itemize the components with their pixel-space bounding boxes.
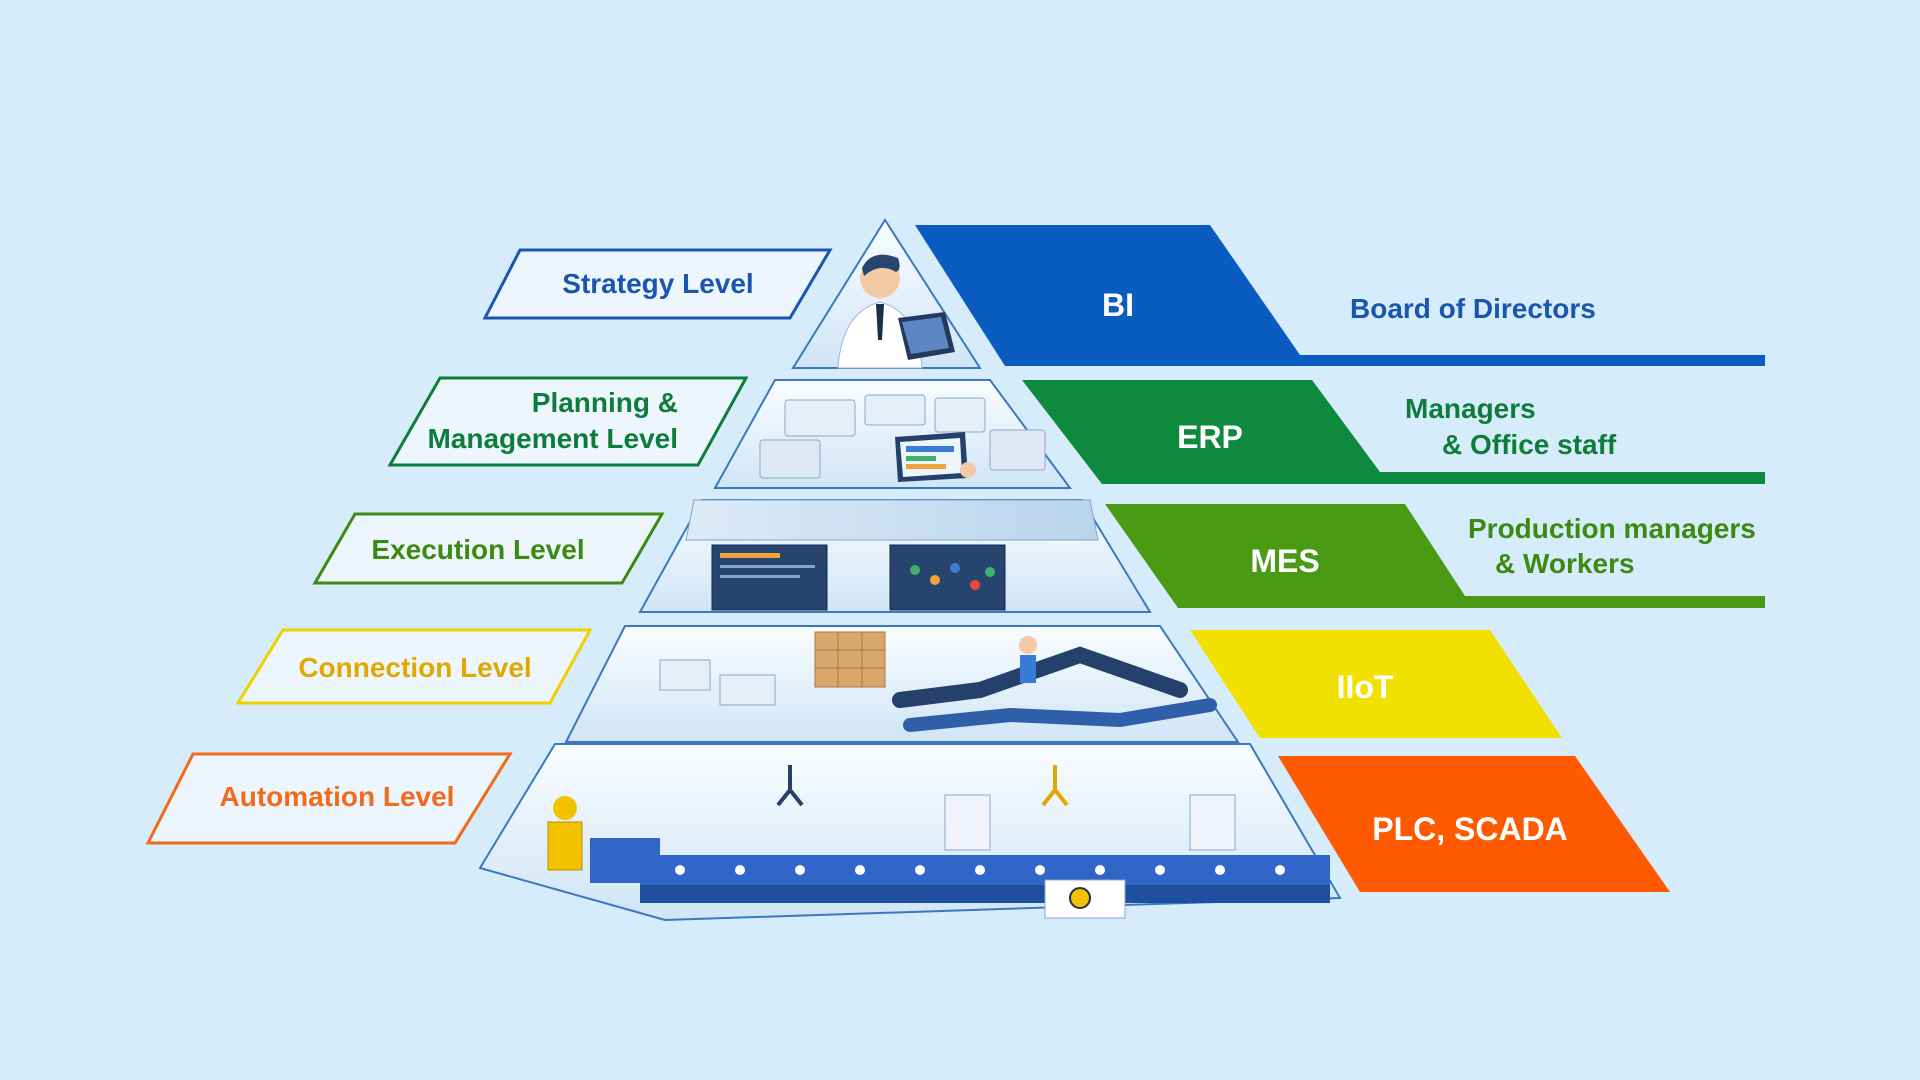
system-label-mes: MES (1250, 543, 1319, 579)
system-band-iiot: IIoT (1190, 630, 1562, 738)
executive-illustration (837, 254, 955, 369)
automation-level-text: Automation Level (220, 781, 455, 812)
pyramid-tier-automation (478, 743, 1342, 922)
planning-level-text-line1: Planning & (532, 387, 678, 418)
system-band-erp: ERP (1022, 380, 1765, 484)
pyramid-tier-planning (713, 379, 1072, 489)
execution-level-text: Execution Level (371, 534, 584, 565)
office-illustration (759, 394, 1046, 482)
audience-production-line1: Production managers (1468, 513, 1756, 544)
connection-level-text: Connection Level (298, 652, 531, 683)
strategy-level-text: Strategy Level (562, 268, 753, 299)
monitoring-screens (711, 544, 1006, 611)
production-line-illustration (547, 765, 1330, 919)
system-label-erp: ERP (1177, 419, 1243, 455)
audience-board-of-directors: Board of Directors (1350, 293, 1596, 324)
system-band-plc-scada: PLC, SCADA (1278, 756, 1670, 892)
audience-production-line2: & Workers (1495, 548, 1635, 579)
level-label-automation: Automation Level (145, 752, 513, 845)
audience-managers-line2: & Office staff (1442, 429, 1617, 460)
factory-floor-illustration (659, 631, 1217, 732)
audience-managers-line1: Managers (1405, 393, 1536, 424)
system-label-iiot: IIoT (1337, 669, 1394, 705)
system-label-bi: BI (1102, 287, 1134, 323)
system-band-bi: BI (915, 225, 1765, 366)
pyramid-tier-strategy (791, 218, 982, 369)
level-label-execution: Execution Level (312, 512, 665, 585)
system-label-plc-scada: PLC, SCADA (1372, 811, 1568, 847)
system-band-mes: MES (1105, 504, 1765, 608)
level-label-planning: Planning & Management Level (387, 376, 749, 467)
level-label-strategy: Strategy Level (482, 248, 833, 320)
pyramid (478, 218, 1342, 922)
planning-level-text-line2: Management Level (427, 423, 678, 454)
level-label-connection: Connection Level (235, 628, 593, 705)
pyramid-tier-connection (564, 625, 1240, 743)
pyramid-tier-execution (638, 499, 1152, 613)
